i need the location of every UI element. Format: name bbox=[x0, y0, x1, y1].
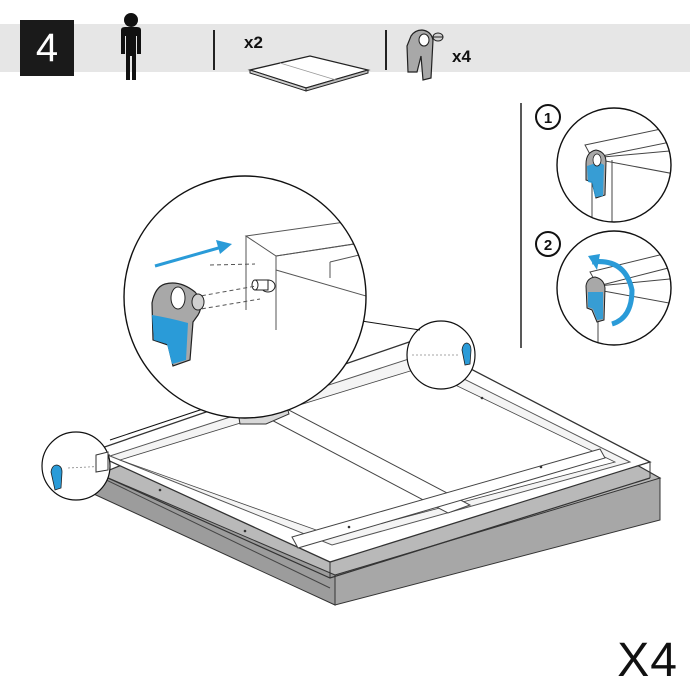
clip-part bbox=[151, 282, 205, 367]
main-detail-circle bbox=[123, 175, 367, 419]
substep-1-detail bbox=[556, 107, 672, 223]
substep-1-badge bbox=[535, 104, 561, 130]
arrow-icon bbox=[154, 240, 232, 268]
panel-quantity: x2 bbox=[244, 33, 263, 52]
substep-2-detail bbox=[556, 230, 672, 346]
repeat-count: X4 bbox=[617, 634, 678, 687]
panel-icon bbox=[247, 55, 371, 92]
clip-quantity: x4 bbox=[452, 47, 471, 66]
corner-detail-left bbox=[41, 431, 111, 501]
step-number-box: 4 bbox=[20, 20, 74, 76]
substep-2-number: 2 bbox=[544, 237, 552, 254]
peg-detail bbox=[251, 279, 276, 293]
bed-frame bbox=[83, 339, 662, 606]
substep-1-number: 1 bbox=[544, 110, 552, 127]
clip-icon bbox=[406, 29, 444, 81]
person-icon bbox=[121, 13, 141, 80]
step-number: 4 bbox=[35, 25, 59, 70]
substep-2-badge bbox=[535, 231, 561, 257]
rotate-arrow-icon bbox=[591, 259, 635, 327]
corner-detail-right bbox=[406, 320, 476, 390]
